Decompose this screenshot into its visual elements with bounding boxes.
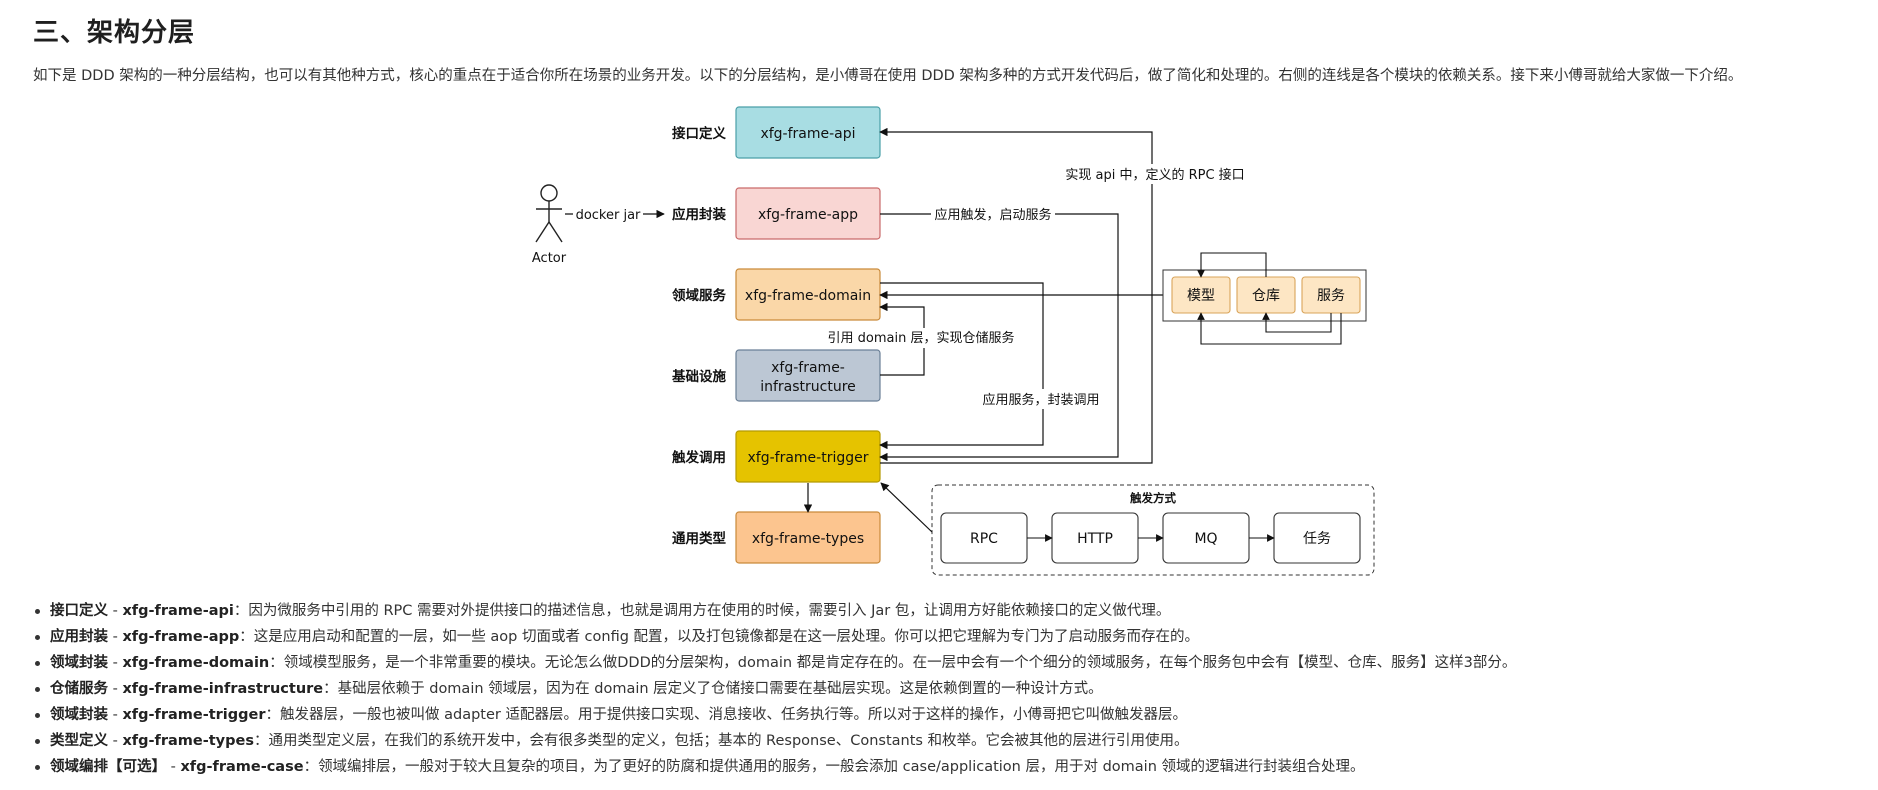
architecture-diagram: Actor docker jar 接口定义 xfg-frame-api 应用封装…	[532, 106, 1375, 576]
bullet-module: xfg-frame-domain	[122, 655, 270, 671]
trigger-modes-title: 触发方式	[1129, 491, 1176, 505]
layer-row-domain: 领域服务 xfg-frame-domain	[672, 268, 881, 321]
domain-parts-group: 模型 仓库 服务	[1162, 252, 1367, 345]
bullet-module: xfg-frame-infrastructure	[122, 681, 324, 697]
layer-label: 领域服务	[672, 287, 726, 304]
actor-edge-label-bg	[573, 204, 643, 224]
list-item: 领域封装 - xfg-frame-domain：领域模型服务，是一个非常重要的模…	[30, 650, 1516, 676]
edge-label-api: 实现 api 中，定义的 RPC 接口	[1065, 167, 1244, 183]
bullet-module: xfg-frame-api	[122, 603, 234, 619]
module-name-line-1: xfg-frame-	[771, 360, 845, 376]
list-item: 领域封装 - xfg-frame-trigger：触发器层，一般也被叫做 ada…	[30, 702, 1516, 728]
layer-row-api: 接口定义 xfg-frame-api	[672, 106, 881, 159]
trigger-mode-rpc: RPC	[970, 531, 998, 547]
edge-label-trigger: 应用服务，封装调用	[982, 392, 1099, 408]
domain-part-repository: 仓库	[1252, 288, 1280, 304]
module-name-line-2: infrastructure	[760, 379, 856, 395]
bullet-desc: 领域模型服务，是一个非常重要的模块。无论怎么做DDD的分层架构，domain 都…	[283, 655, 1517, 671]
trigger-modes-group: 触发方式 RPC HTTP MQ 任务	[931, 484, 1375, 576]
list-item: 接口定义 - xfg-frame-api：因为微服务中引用的 RPC 需要对外提…	[30, 598, 1516, 624]
edge-label-bg	[978, 389, 1104, 409]
intro-paragraph: 如下是 DDD 架构的一种分层结构，也可以有其他种方式，核心的重点在于适合你所在…	[33, 68, 1743, 84]
bullet-desc: 触发器层，一般也被叫做 adapter 适配器层。用于提供接口实现、消息接收、任…	[280, 707, 1187, 723]
trigger-mode-mq: MQ	[1194, 531, 1217, 547]
layer-label: 通用类型	[672, 530, 726, 547]
layer-row-types: 通用类型 xfg-frame-types	[672, 511, 881, 564]
layer-label: 基础设施	[672, 368, 726, 385]
section-heading: 三、架构分层	[33, 18, 196, 48]
layer-row-trigger: 触发调用 xfg-frame-trigger	[672, 430, 881, 483]
actor-edge-label: docker jar	[576, 208, 641, 223]
layer-row-app: 应用封装 xfg-frame-app	[672, 187, 881, 240]
module-name: xfg-frame-api	[760, 126, 855, 142]
module-name: xfg-frame-domain	[745, 288, 871, 304]
bullet-module: xfg-frame-trigger	[122, 707, 266, 723]
bullet-desc: 因为微服务中引用的 RPC 需要对外提供接口的描述信息，也就是调用方在使用的时候…	[248, 603, 1171, 619]
domain-part-model: 模型	[1187, 288, 1215, 304]
list-item: 仓储服务 - xfg-frame-infrastructure：基础层依赖于 d…	[30, 676, 1516, 702]
bullet-term: 应用封装	[50, 629, 108, 645]
layer-description-list: 接口定义 - xfg-frame-api：因为微服务中引用的 RPC 需要对外提…	[30, 598, 1516, 780]
domain-part-service: 服务	[1317, 288, 1345, 304]
domain-to-trigger-line	[879, 282, 1044, 450]
trigger-modes-container	[931, 484, 1375, 576]
bullet-desc: 领域编排层，一般对于较大且复杂的项目，为了更好的防腐和提供通用的服务，一般会添加…	[318, 759, 1365, 775]
edge-label-infra: 引用 domain 层，实现仓储服务	[828, 330, 1015, 346]
domain-parts-connectors	[1197, 252, 1342, 345]
bullet-module: xfg-frame-types	[122, 733, 254, 749]
module-name: xfg-frame-types	[752, 531, 864, 547]
edge-label-app: 应用触发，启动服务	[934, 207, 1051, 223]
trigger-mode-task: 任务	[1303, 531, 1331, 547]
layer-label: 接口定义	[672, 125, 726, 142]
bullet-term: 领域编排【可选】	[50, 759, 166, 775]
bullet-term: 类型定义	[50, 733, 108, 749]
module-name: xfg-frame-trigger	[748, 450, 869, 466]
edge-label-bg	[931, 204, 1055, 224]
list-item: 类型定义 - xfg-frame-types：通用类型定义层，在我们的系统开发中…	[30, 728, 1516, 754]
edge-label-bg	[1065, 164, 1245, 184]
actor-label: Actor	[532, 251, 567, 266]
bullet-desc: 这是应用启动和配置的一层，如一些 aop 切面或者 config 配置，以及打包…	[253, 629, 1200, 645]
bullet-desc: 基础层依赖于 domain 领域层，因为在 domain 层定义了仓储接口需要在…	[337, 681, 1103, 697]
list-item: 领域编排【可选】 - xfg-frame-case：领域编排层，一般对于较大且复…	[30, 754, 1516, 780]
module-name: xfg-frame-app	[758, 207, 858, 223]
layer-label: 触发调用	[672, 449, 726, 466]
layer-row-infrastructure: 基础设施 xfg-frame- infrastructure	[672, 349, 881, 402]
trigger-mode-http: HTTP	[1077, 531, 1113, 547]
list-item: 应用封装 - xfg-frame-app：这是应用启动和配置的一层，如一些 ao…	[30, 624, 1516, 650]
bullet-term: 领域封装	[50, 655, 108, 671]
bullet-module: xfg-frame-app	[122, 629, 240, 645]
bullet-term: 仓储服务	[50, 681, 108, 697]
bullet-term: 接口定义	[50, 603, 108, 619]
bullet-term: 领域封装	[50, 707, 108, 723]
trigger-modes-to-trigger-arrow	[880, 482, 933, 533]
bullet-desc: 通用类型定义层，在我们的系统开发中，会有很多类型的定义，包括；基本的 Respo…	[268, 733, 1189, 749]
api-implemented-by-trigger-line	[879, 127, 1153, 464]
bullet-module: xfg-frame-case	[180, 759, 304, 775]
actor-figure	[535, 184, 563, 243]
edge-label-bg	[826, 328, 1016, 348]
layer-label: 应用封装	[672, 206, 726, 223]
